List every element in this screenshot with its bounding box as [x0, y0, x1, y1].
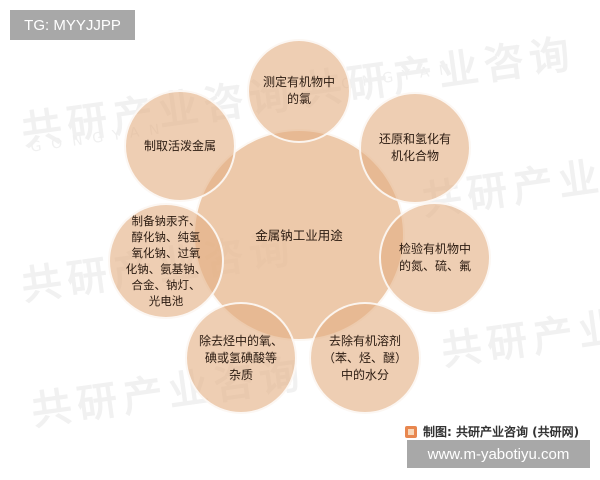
tg-badge: TG: MYYJJPP: [10, 10, 135, 40]
url-badge-text: www.m-yabotiyu.com: [427, 445, 570, 463]
node-label: 制备钠汞齐、 醇化钠、纯氢 氧化钠、过氧 化钠、氨基钠、 合金、钠灯、 光电池: [125, 214, 207, 308]
node-top: 测定有机物中 的氯: [247, 39, 351, 143]
node-label: 去除有机溶剂 （苯、烃、醚） 中的水分: [322, 333, 407, 382]
source-text: 制图: 共研产业咨询 (共研网): [423, 425, 580, 439]
node-right: 检验有机物中 的氮、硫、氟: [379, 202, 491, 314]
node-bottom-left: 除去烃中的氧、 碘或氢碘酸等 杂质: [185, 302, 297, 414]
node-label: 还原和氢化有 机化合物: [378, 132, 451, 163]
node-top-left: 制取活泼金属: [124, 90, 236, 202]
source-caption: 制图: 共研产业咨询 (共研网): [405, 423, 579, 440]
node-label: 除去烃中的氧、 碘或氢碘酸等 杂质: [198, 333, 283, 382]
url-badge: www.m-yabotiyu.com: [407, 440, 590, 468]
tg-badge-text: TG: MYYJJPP: [24, 16, 121, 34]
center-label: 金属钠工业用途: [255, 227, 343, 243]
source-logo-icon: [405, 425, 417, 438]
node-label: 检验有机物中 的氮、硫、氟: [398, 242, 471, 273]
node-bottom-right: 去除有机溶剂 （苯、烃、醚） 中的水分: [309, 302, 421, 414]
node-label: 制取活泼金属: [143, 138, 216, 153]
node-left: 制备钠汞齐、 醇化钠、纯氢 氧化钠、过氧 化钠、氨基钠、 合金、钠灯、 光电池: [108, 203, 224, 319]
node-label: 测定有机物中 的氯: [262, 75, 335, 106]
node-top-right: 还原和氢化有 机化合物: [359, 92, 471, 204]
